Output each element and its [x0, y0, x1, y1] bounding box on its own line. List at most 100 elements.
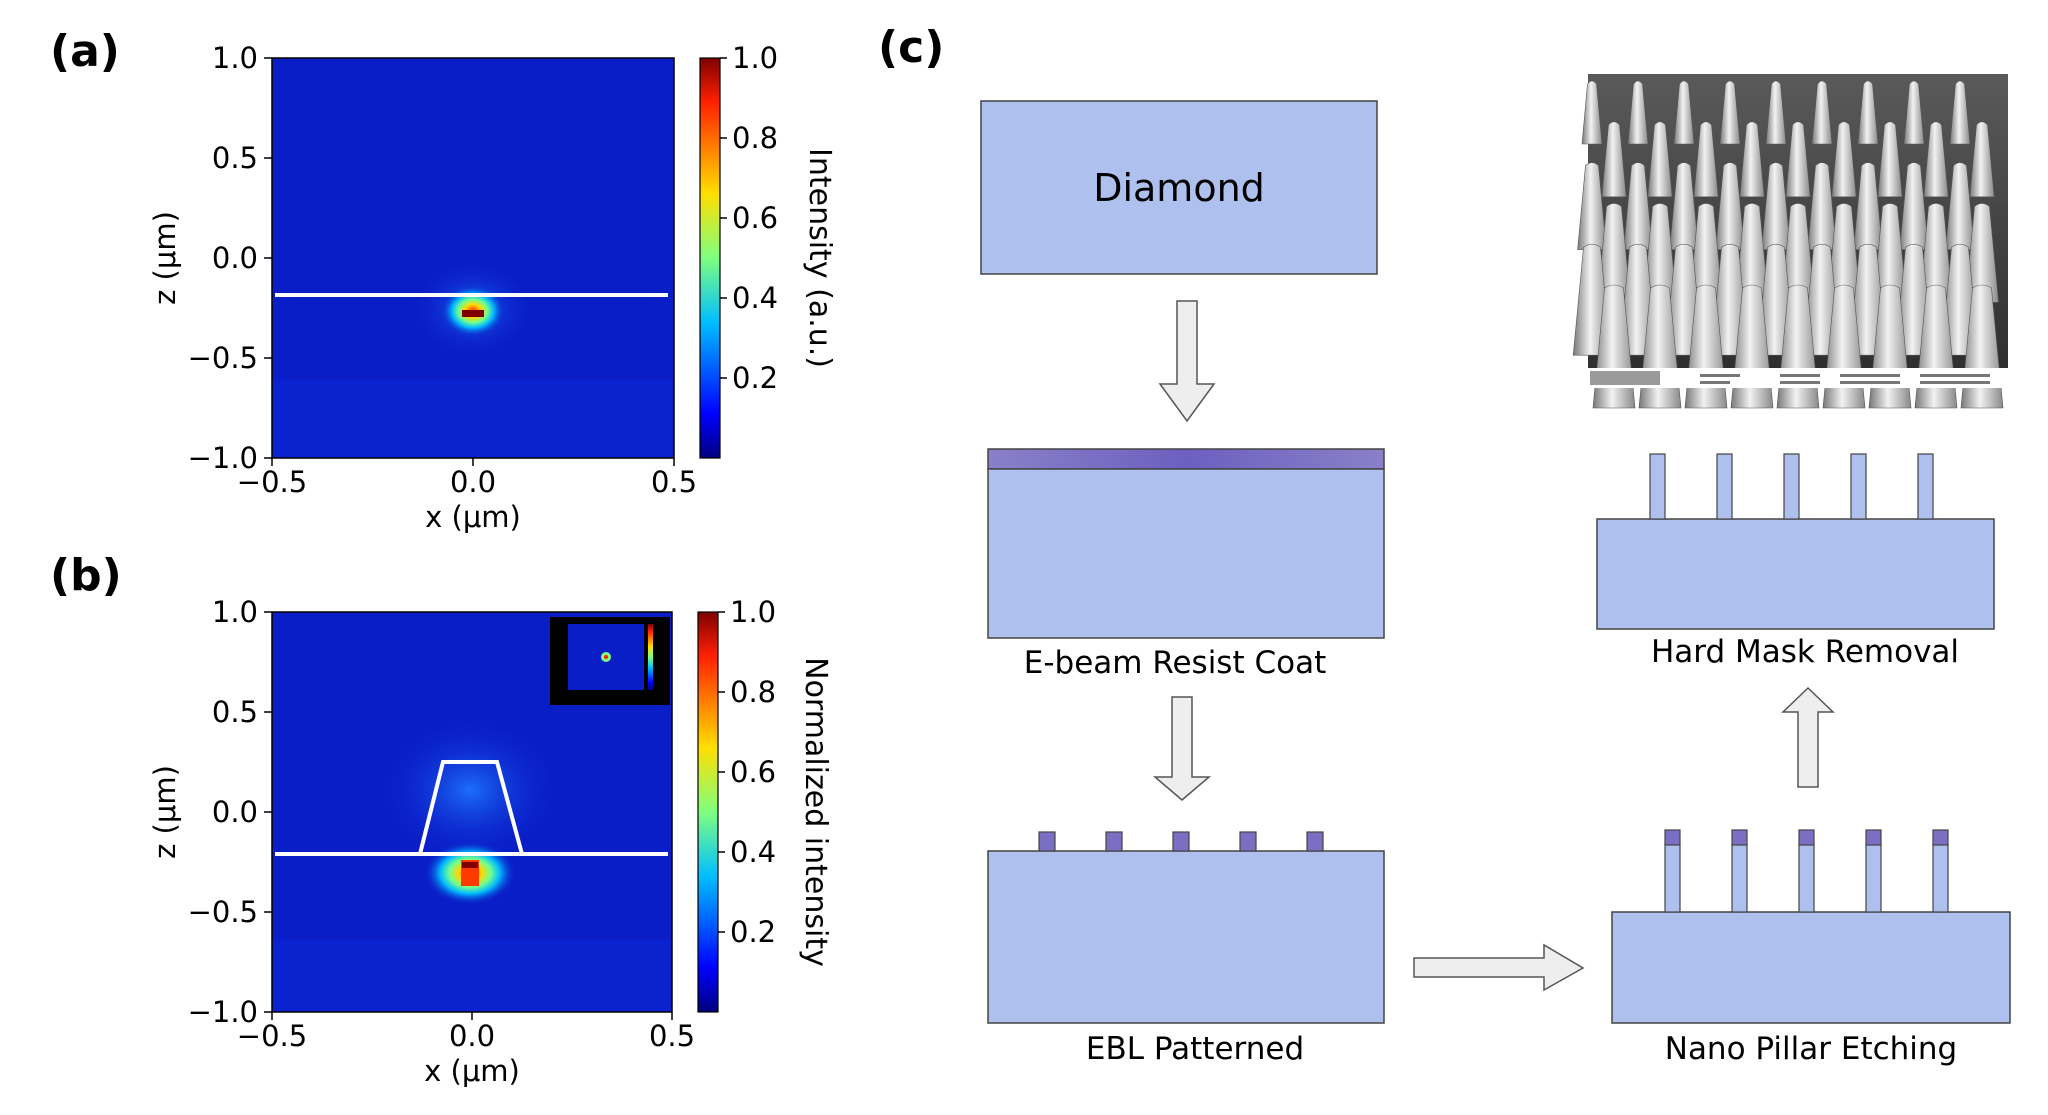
sem-pillar	[1811, 80, 1833, 145]
cbtick-a-4: 0.2	[732, 361, 778, 395]
final-pillar	[1716, 453, 1733, 520]
sem-pillar	[1831, 121, 1857, 198]
removal-substrate	[1596, 518, 1995, 630]
sem-pillar	[1969, 121, 1995, 198]
heatmap-b-peak	[462, 862, 478, 868]
ytick-b-1: 0.5	[212, 695, 258, 729]
ytick-a-2: 0.0	[212, 241, 258, 275]
final-pillar	[1917, 453, 1934, 520]
panel-a: (a) −0.5 0.0 0.5 1.0 0.5 0.0 −0.5 −1.0	[50, 26, 837, 534]
ylabel-b: z (μm)	[148, 765, 182, 859]
xtick-a-0: −0.5	[237, 465, 307, 499]
heatmap-a-lower-glow	[272, 380, 674, 458]
pillar-mask	[1865, 829, 1882, 846]
sem-pillar	[1623, 162, 1653, 250]
colorbar-a	[699, 57, 727, 459]
ebl-substrate	[987, 850, 1385, 1024]
sem-pillar	[1873, 203, 1907, 303]
heatmap-b	[272, 612, 672, 1012]
sem-pillar	[1965, 203, 1999, 303]
panel-label-b: (b)	[50, 550, 122, 601]
cbtick-a-3: 0.4	[732, 281, 778, 315]
sem-pillar	[1597, 203, 1631, 303]
cbtick-b-3: 0.4	[730, 835, 776, 869]
arrow-down-1	[1158, 300, 1216, 423]
cbtick-a-0: 1.0	[732, 41, 778, 75]
final-pillar	[1850, 453, 1867, 520]
etch-substrate	[1611, 911, 2011, 1024]
sem-pillar	[1903, 80, 1925, 145]
step-removal: Hard Mask Removal	[1596, 453, 1995, 670]
final-pillar	[1649, 453, 1666, 520]
sem-pillar	[1949, 80, 1971, 145]
arrow-down-2	[1152, 696, 1212, 801]
ebl-mask-dot	[1172, 831, 1190, 852]
resist-layer	[987, 448, 1385, 470]
colorbar-b	[697, 611, 725, 1013]
panel-label-c: (c)	[878, 22, 944, 73]
sem-info-text	[1780, 381, 1820, 384]
heatmap-b-lower-glow	[272, 940, 672, 1012]
xtick-b-2: 0.5	[649, 1019, 695, 1053]
ytick-a-3: −0.5	[188, 341, 258, 375]
panel-b: (b)	[50, 550, 833, 1088]
sem-pillar	[1923, 121, 1949, 198]
sem-info-text	[1840, 374, 1900, 377]
ytick-a-1: 0.5	[212, 141, 258, 175]
heatmap-a	[272, 58, 674, 458]
ebl-mask-dot	[1038, 831, 1056, 852]
sem-pillar	[1765, 80, 1787, 145]
sem-pillar	[1627, 80, 1649, 145]
cbtick-a-2: 0.6	[732, 201, 778, 235]
sem-info-text	[1780, 374, 1820, 377]
ytick-b-2: 0.0	[212, 795, 258, 829]
colorbar-label-a: Intensity (a.u.)	[802, 148, 837, 368]
ytick-b-0: 1.0	[212, 595, 258, 629]
sem-pillar	[1827, 203, 1861, 303]
sem-info-bar	[1588, 368, 2008, 388]
cbtick-a-1: 0.8	[732, 121, 778, 155]
panel-c: (c) Diamond E-beam Resist Coat EBL Patte…	[878, 22, 2011, 1067]
sem-pillar	[1715, 162, 1745, 250]
sem-pillar	[1857, 80, 1879, 145]
sem-pillar	[1673, 80, 1695, 145]
sem-pillar	[1785, 121, 1811, 198]
sem-pillar	[1689, 203, 1723, 303]
ylabel-a: z (μm)	[148, 211, 182, 305]
sem-pillar	[1735, 203, 1769, 303]
pillar-mask	[1664, 829, 1681, 846]
sem-pillar	[1693, 121, 1719, 198]
step-resist: E-beam Resist Coat	[987, 448, 1385, 681]
ytick-b-4: −1.0	[188, 995, 258, 1029]
sem-pillar	[1647, 121, 1673, 198]
arrow-right	[1413, 943, 1585, 992]
heatmap-b-pillar-outline	[418, 760, 524, 855]
sem-logo-mark	[1590, 371, 1660, 385]
cbtick-b-0: 1.0	[730, 595, 776, 629]
sem-pillar	[1761, 162, 1791, 250]
etched-pillar	[1798, 843, 1815, 913]
xtick-a-1: 0.0	[450, 465, 496, 499]
step-etch: Nano Pillar Etching	[1611, 829, 2011, 1067]
sem-pillar	[1643, 203, 1677, 303]
xtick-b-1: 0.0	[449, 1019, 495, 1053]
etched-pillar	[1932, 843, 1949, 913]
sem-pillar	[1669, 162, 1699, 250]
pillar-mask	[1798, 829, 1815, 846]
ytick-b-3: −0.5	[188, 895, 258, 929]
sem-image	[1572, 74, 2008, 409]
resist-substrate	[987, 468, 1385, 639]
step-label-resist: E-beam Resist Coat	[1024, 645, 1326, 681]
axes-b	[264, 611, 673, 1020]
sem-pillar	[1739, 121, 1765, 198]
sem-pillar	[1581, 80, 1603, 145]
ebl-mask-dot	[1239, 831, 1257, 852]
ebl-mask-dot	[1105, 831, 1123, 852]
sem-pillar	[1945, 162, 1975, 250]
step-label-etch: Nano Pillar Etching	[1665, 1031, 1957, 1067]
axes-a	[264, 57, 675, 466]
xtick-b-0: −0.5	[237, 1019, 307, 1053]
ytick-a-0: 1.0	[212, 41, 258, 75]
pillar-mask	[1731, 829, 1748, 846]
sem-info-text	[1840, 381, 1900, 384]
